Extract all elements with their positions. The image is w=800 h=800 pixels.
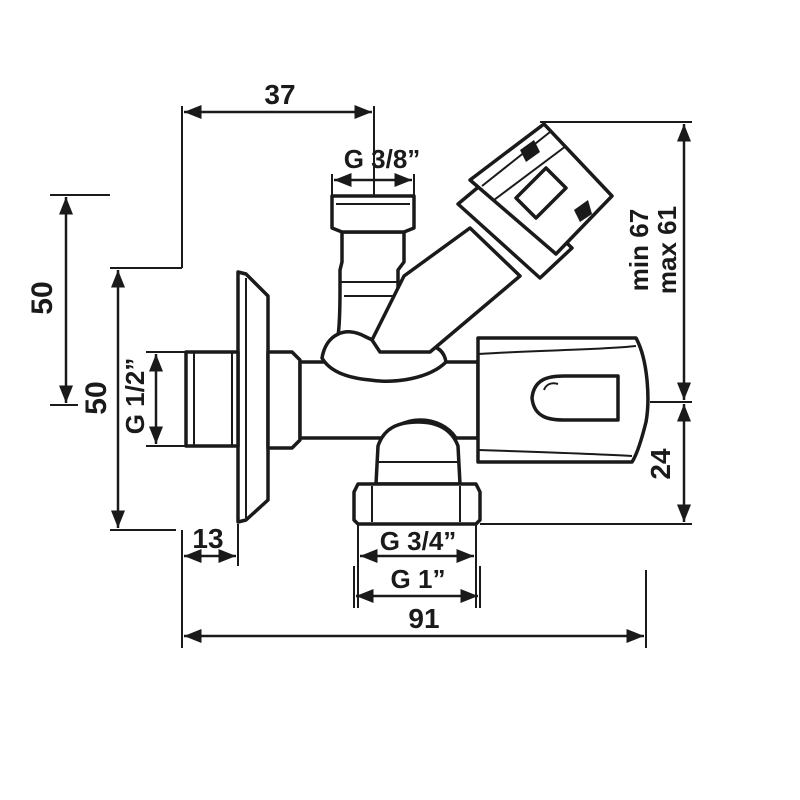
label-inlet-thread: G 1/2” — [120, 358, 150, 435]
label-top-width: 37 — [264, 79, 295, 110]
top-nipple — [330, 194, 416, 234]
label-left-height: 50 — [26, 281, 59, 314]
label-left-inner-height: 50 — [80, 381, 113, 414]
label-outlet-thread-large: G 1” — [391, 564, 446, 594]
label-total-width: 91 — [408, 603, 439, 634]
inlet-nipple — [184, 350, 240, 448]
angled-cap — [370, 122, 614, 354]
lower-dome — [374, 420, 462, 486]
valve-body — [184, 122, 650, 526]
handle-knob — [476, 336, 650, 464]
junction-bulge — [320, 330, 448, 383]
label-right-max: max 61 — [652, 206, 682, 294]
wall-flange — [236, 270, 270, 524]
dimension-lines — [59, 105, 691, 643]
label-flange-width: 13 — [192, 523, 223, 554]
body-collar — [266, 350, 302, 450]
label-right-min: min 67 — [624, 209, 654, 291]
label-right-bottom: 24 — [645, 448, 676, 480]
label-outlet-thread-small: G 3/4” — [380, 526, 457, 556]
extension-lines — [50, 106, 692, 648]
label-top-thread: G 3/8” — [344, 144, 421, 174]
dimension-labels: 37 G 3/8” 50 50 G 1/2” min 67 max 61 24 … — [26, 79, 682, 634]
